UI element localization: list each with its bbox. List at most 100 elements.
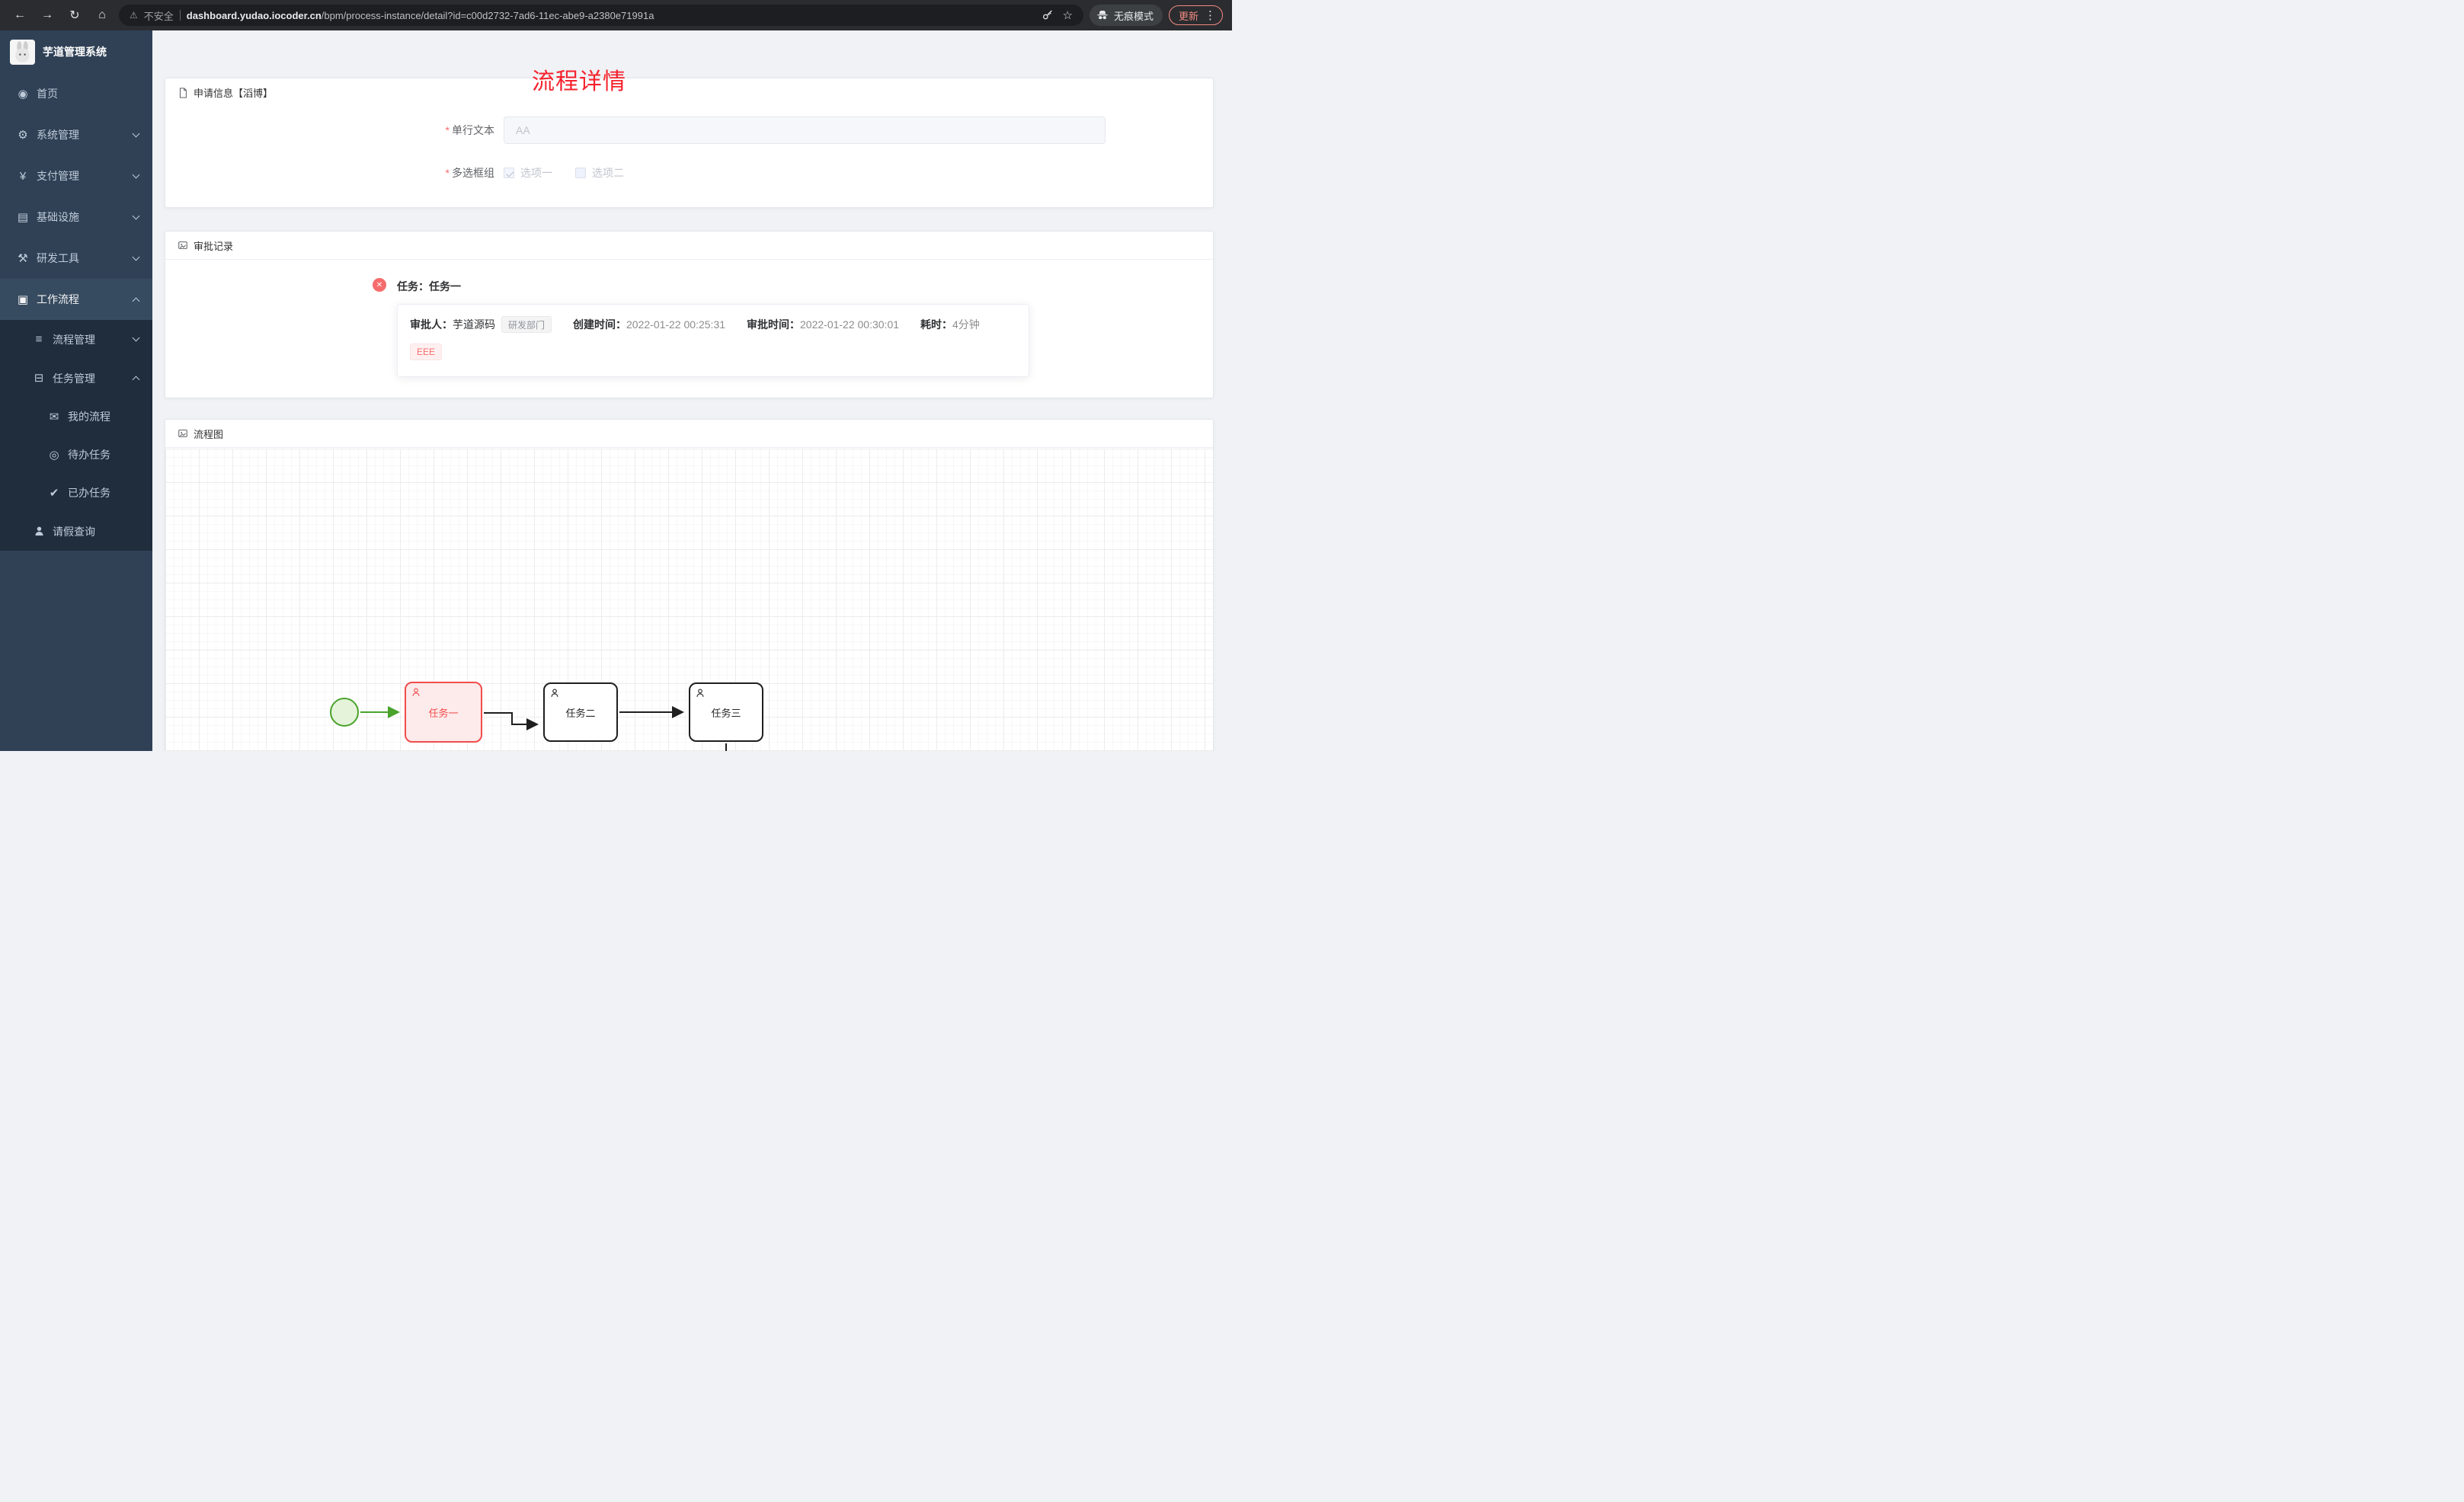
update-label: 更新	[1178, 10, 1198, 22]
app-frame: 芋道管理系统 ◉ 首页 ⚙ 系统管理 ¥ 支付管理 ▤ 基础设施 ⚒ 研发工具 …	[0, 30, 1232, 751]
start-event-node[interactable]	[330, 698, 359, 727]
checkbox-option-1: 选项一	[504, 165, 552, 181]
sidebar-item-todo-tasks[interactable]: ◎ 待办任务	[0, 436, 152, 474]
app-title: 芋道管理系统	[43, 46, 107, 58]
checkbox-checked-icon	[504, 168, 514, 178]
key-icon[interactable]	[1042, 9, 1054, 21]
browser-toolbar: ← → ↻ ⌂ ⚠ 不安全 dashboard.yudao.iocoder.cn…	[0, 0, 1232, 30]
security-label[interactable]: 不安全	[143, 10, 174, 22]
user-task-icon	[549, 688, 560, 698]
sidebar-item-infrastructure[interactable]: ▤ 基础设施	[0, 197, 152, 238]
workflow-icon: ▣	[17, 292, 29, 306]
created-time-label: 创建时间：	[573, 318, 627, 331]
chevron-down-icon	[132, 171, 140, 178]
url-path: /bpm/process-instance/detail?id=c00d2732…	[321, 9, 654, 21]
home-button[interactable]: ⌂	[98, 8, 106, 21]
task-node-1[interactable]: 任务一	[405, 682, 482, 743]
user-task-icon	[695, 688, 706, 698]
warning-icon: ⚠	[130, 10, 138, 21]
bookmark-star-icon[interactable]: ☆	[1062, 9, 1073, 22]
sidebar-item-label: 请假查询	[53, 525, 95, 538]
sidebar-item-label: 支付管理	[37, 170, 79, 182]
task-node-label: 任务二	[565, 707, 596, 719]
back-button[interactable]: ←	[14, 8, 26, 21]
task-board-icon: ⊟	[34, 372, 44, 385]
sidebar-item-my-process[interactable]: ✉ 我的流程	[0, 398, 152, 436]
approval-detail-line: 审批人： 芋道源码 研发部门 创建时间： 2022-01-22 00:25:31…	[410, 316, 1016, 333]
chevron-down-icon	[132, 212, 140, 219]
address-bar[interactable]: ⚠ 不安全 dashboard.yudao.iocoder.cn/bpm/pro…	[119, 5, 1083, 26]
approval-records-card: 审批记录 ✕ 任务：任务一 审批人： 芋道源码 研发部门 创建时间： 2022-…	[165, 231, 1214, 398]
page-url: dashboard.yudao.iocoder.cn/bpm/process-i…	[187, 10, 1035, 21]
address-divider	[179, 10, 181, 21]
approval-task-title: 任务：任务一	[397, 280, 461, 292]
page-title: 流程详情	[532, 69, 626, 94]
sidebar-item-system[interactable]: ⚙ 系统管理	[0, 114, 152, 155]
department-tag: 研发部门	[501, 316, 552, 333]
process-diagram-card-title: 流程图	[194, 428, 224, 440]
form-row-text: *单行文本	[165, 117, 1213, 144]
reload-button[interactable]: ↻	[69, 9, 80, 22]
user-icon	[32, 526, 46, 537]
field-label: *单行文本	[445, 124, 494, 136]
duration-value: 4分钟	[952, 318, 980, 331]
sidebar-item-devtools[interactable]: ⚒ 研发工具	[0, 238, 152, 279]
main-content: 流程详情 申请信息【滔博】 *单行文本 *多选框组 选项一	[152, 30, 1232, 751]
sidebar-item-process-mgmt[interactable]: ≡ 流程管理	[0, 320, 152, 359]
sidebar-item-label: 首页	[37, 88, 58, 100]
single-line-text-input	[504, 117, 1106, 144]
sidebar-item-label: 研发工具	[37, 252, 79, 264]
approved-time-label: 审批时间：	[747, 318, 801, 331]
sidebar-item-label: 基础设施	[37, 211, 79, 223]
checkbox-unchecked-icon	[575, 168, 586, 178]
sidebar-item-label: 已办任务	[68, 487, 110, 499]
sidebar-item-leave-query[interactable]: 请假查询	[0, 512, 152, 551]
chevron-up-icon	[132, 297, 140, 305]
sidebar-item-label: 流程管理	[53, 333, 95, 346]
list-icon: ≡	[35, 333, 43, 346]
task-node-label: 任务三	[711, 707, 741, 719]
record-icon	[178, 240, 188, 251]
forward-button[interactable]: →	[41, 8, 53, 21]
task-node-2[interactable]: 任务二	[543, 682, 618, 742]
sidebar-item-workflow[interactable]: ▣ 工作流程	[0, 279, 152, 320]
task-rejected-icon: ✕	[373, 278, 386, 292]
chevron-down-icon	[132, 253, 140, 260]
sidebar-item-label: 待办任务	[68, 449, 110, 461]
task-node-3[interactable]: 任务三	[689, 682, 763, 742]
browser-menu-icon[interactable]: ⋮	[1205, 9, 1216, 22]
server-icon: ▤	[17, 210, 29, 224]
workflow-submenu: ≡ 流程管理 ⊟ 任务管理 ✉ 我的流程 ◎ 待办任务 ✔ 已办任务	[0, 320, 152, 551]
sidebar-item-label: 我的流程	[68, 411, 110, 423]
chevron-up-icon	[132, 376, 140, 384]
document-icon	[178, 87, 188, 98]
created-time-value: 2022-01-22 00:25:31	[626, 318, 726, 331]
check-icon: ✔	[49, 486, 59, 500]
bpmn-canvas[interactable]: 任务一 任务二 任务三	[165, 449, 1213, 751]
checkbox-option-2: 选项二	[575, 165, 624, 181]
checkbox-label: 选项一	[520, 167, 552, 179]
chevron-down-icon	[132, 334, 140, 342]
message-icon: ✉	[49, 410, 59, 423]
sidebar-item-payment[interactable]: ¥ 支付管理	[0, 155, 152, 197]
update-button[interactable]: 更新 ⋮	[1168, 5, 1223, 25]
sidebar-item-label: 任务管理	[53, 372, 95, 385]
sidebar-item-done-tasks[interactable]: ✔ 已办任务	[0, 474, 152, 512]
checkbox-label: 选项二	[592, 167, 624, 179]
apply-info-card-title: 申请信息【滔博】	[194, 88, 274, 99]
logo-avatar	[10, 39, 35, 65]
eye-icon: ◎	[49, 448, 59, 462]
approver-name: 芋道源码	[453, 318, 495, 331]
checkbox-group: 选项一 选项二	[504, 165, 647, 181]
approval-records-card-header: 审批记录	[165, 232, 1213, 260]
sidebar-item-task-mgmt[interactable]: ⊟ 任务管理	[0, 359, 152, 398]
process-diagram-card: 流程图 任务一	[165, 419, 1214, 751]
sidebar-item-home[interactable]: ◉ 首页	[0, 73, 152, 114]
app-logo[interactable]: 芋道管理系统	[0, 30, 152, 73]
approved-time-value: 2022-01-22 00:30:01	[800, 318, 900, 331]
approval-detail-card: 审批人： 芋道源码 研发部门 创建时间： 2022-01-22 00:25:31…	[397, 304, 1029, 377]
yen-icon: ¥	[19, 169, 27, 183]
url-domain: dashboard.yudao.iocoder.cn	[186, 9, 322, 21]
approval-comment-tag: EEE	[410, 344, 443, 360]
process-diagram-card-header: 流程图	[165, 420, 1213, 448]
